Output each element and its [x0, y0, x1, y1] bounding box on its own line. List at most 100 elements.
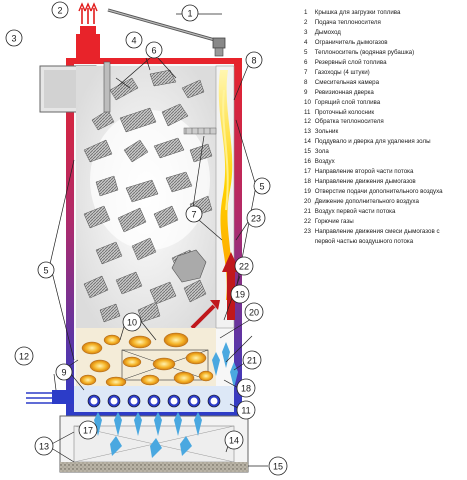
legend-item: 17 Направление второй части потока: [304, 167, 464, 177]
loading-lid: [107, 8, 226, 57]
legend-item: 12 Обратка теплоносителя: [304, 117, 464, 127]
legend-item-number: 20: [304, 198, 311, 206]
mixture-direction-arrow: [190, 300, 220, 330]
legend-item-number: 12: [304, 118, 311, 126]
fuel-bundle: [171, 249, 207, 283]
svg-text:20: 20: [249, 308, 259, 318]
svg-text:5: 5: [43, 266, 48, 276]
callout-20: 20: [244, 302, 264, 322]
legend-item-text: первой частью воздушного потока: [313, 237, 414, 245]
callout-5a: 5: [37, 261, 55, 279]
legend-item-text: Движение дополнительного воздуха: [313, 198, 419, 206]
svg-text:14: 14: [229, 436, 239, 446]
legend-item-number: 11: [304, 108, 311, 116]
legend-item: 20 Движение дополнительного воздуха: [304, 197, 464, 207]
legend-item-number: 5: [304, 48, 308, 56]
legend-item-number: 16: [304, 158, 311, 166]
legend-item-text: Крышка для загрузки топлива: [313, 9, 401, 16]
callout-15: 15: [268, 456, 288, 476]
legend-item-number: 18: [304, 178, 311, 186]
legend-item-number: 22: [304, 218, 311, 226]
svg-text:19: 19: [235, 290, 245, 300]
legend-item-text: Зола: [313, 148, 329, 156]
legend-item-number: 1: [304, 9, 308, 16]
callout-1: 1: [181, 4, 199, 22]
legend-item-text: Горящий слой топлива: [313, 98, 381, 106]
legend-item-number: 2: [304, 18, 308, 26]
callout-21: 21: [242, 350, 262, 370]
svg-text:7: 7: [191, 210, 196, 220]
callout-12: 12: [14, 346, 34, 366]
mixing-chamber-flame: [218, 70, 233, 300]
legend-item-number: 6: [304, 58, 308, 66]
legend-item-text: Направление движения дымогазов: [313, 178, 416, 186]
legend-item-text: Проточный колосник: [313, 108, 375, 116]
callout-3: 3: [5, 29, 23, 47]
burning-fuel-layer: [76, 328, 216, 388]
legend-item: 2 Подача теплоносителя: [304, 18, 464, 28]
callout-8: 8: [245, 51, 263, 69]
svg-text:8: 8: [251, 56, 256, 66]
callout-9: 9: [55, 363, 73, 381]
legend-item-number: 9: [304, 88, 308, 96]
svg-text:10: 10: [127, 318, 137, 328]
svg-text:21: 21: [247, 356, 257, 366]
legend-item-text: Ограничитель дымогазов: [313, 38, 388, 46]
legend-item: 3 Дымоход: [304, 28, 464, 38]
coolant-supply-pipe: [76, 2, 100, 60]
callout-14: 14: [224, 430, 244, 450]
legend-item: 22 Горючие газы: [304, 217, 464, 227]
legend-item-number: 3: [304, 28, 308, 36]
legend-item: 7 Газоходы (4 штуки): [304, 68, 464, 78]
svg-text:11: 11: [241, 406, 250, 416]
callout-17: 17: [78, 420, 98, 440]
callout-4: 4: [125, 31, 143, 49]
callout-10: 10: [122, 312, 142, 332]
callout-23: 23: [246, 208, 266, 228]
legend-item-text: Горючие газы: [313, 218, 354, 226]
legend-item-number: 17: [304, 168, 311, 176]
svg-text:5: 5: [259, 182, 264, 192]
legend-item: 9 Ревизионная дверка: [304, 88, 464, 98]
legend-item-text: Обратка теплоносителя: [313, 118, 384, 126]
legend-item-number: 4: [304, 38, 308, 46]
legend-item: 8 Смесительная камера: [304, 78, 464, 88]
legend-item: 6 Резервный слой топлива: [304, 58, 464, 68]
callout-2: 2: [51, 1, 69, 19]
callout-18: 18: [236, 378, 256, 398]
callout-19: 19: [230, 284, 250, 304]
callout-5b: 5: [253, 177, 271, 195]
legend-item-text: Зольник: [313, 128, 339, 136]
legend-item: 23 Направление движения смеси дымогазов …: [304, 227, 464, 237]
svg-text:18: 18: [241, 384, 251, 394]
svg-text:15: 15: [273, 462, 283, 472]
legend-item-number: 21: [304, 208, 311, 216]
legend-item-text: Направление движения смеси дымогазов с: [313, 227, 440, 235]
callout-7: 7: [185, 205, 203, 223]
legend-item-text: Направление второй части потока: [313, 168, 414, 176]
svg-text:1: 1: [187, 9, 192, 19]
legend-item-text: Смесительная камера: [313, 78, 380, 86]
legend-item-text: Дымоход: [313, 28, 341, 36]
legend-item: 21 Воздух первой части потока: [304, 207, 464, 217]
callout-11: 11: [236, 400, 256, 420]
legend-item-text: Ревизионная дверка: [313, 88, 374, 96]
legend-item: 14 Поддувало и дверка для удаления золы: [304, 137, 464, 147]
water-grate: [74, 386, 234, 412]
svg-text:6: 6: [151, 46, 156, 56]
flue-gas-limiter: [103, 61, 111, 113]
legend-item-number: 19: [304, 188, 311, 196]
legend-item-number: 13: [304, 128, 311, 136]
callout-13: 13: [34, 436, 54, 456]
legend-item-text: Отверстие подачи дополнительного воздуха: [313, 188, 443, 196]
svg-text:13: 13: [39, 442, 49, 452]
legend-item: 13 Зольник: [304, 127, 464, 137]
air-flow-arrows: [94, 412, 202, 458]
svg-text:17: 17: [83, 426, 93, 436]
legend-item: 5 Теплоноситель (водяная рубашка): [304, 48, 464, 58]
legend-item: 18 Направление движения дымогазов: [304, 177, 464, 187]
callout-6: 6: [145, 41, 163, 59]
legend-item: 1 Крышка для загрузки топлива: [304, 8, 464, 18]
